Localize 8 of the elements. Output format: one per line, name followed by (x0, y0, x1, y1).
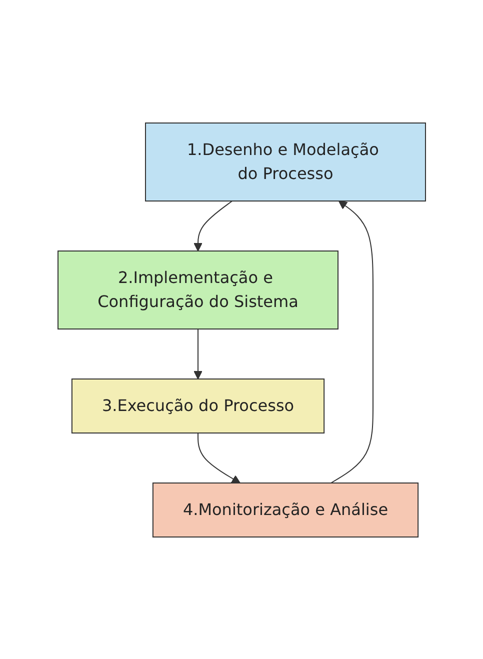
node-box: 2.Implementação e Configuração do Sistema (57, 250, 338, 329)
node-box: 4.Monitorização e Análise (152, 482, 418, 537)
node-box: 3.Execução do Processo (71, 378, 324, 433)
arrow (193, 200, 232, 251)
arrow (330, 200, 374, 483)
node-box: 1.Desenho e Modelação do Processo (144, 122, 426, 201)
arrow (197, 432, 240, 483)
arrow (193, 328, 202, 379)
